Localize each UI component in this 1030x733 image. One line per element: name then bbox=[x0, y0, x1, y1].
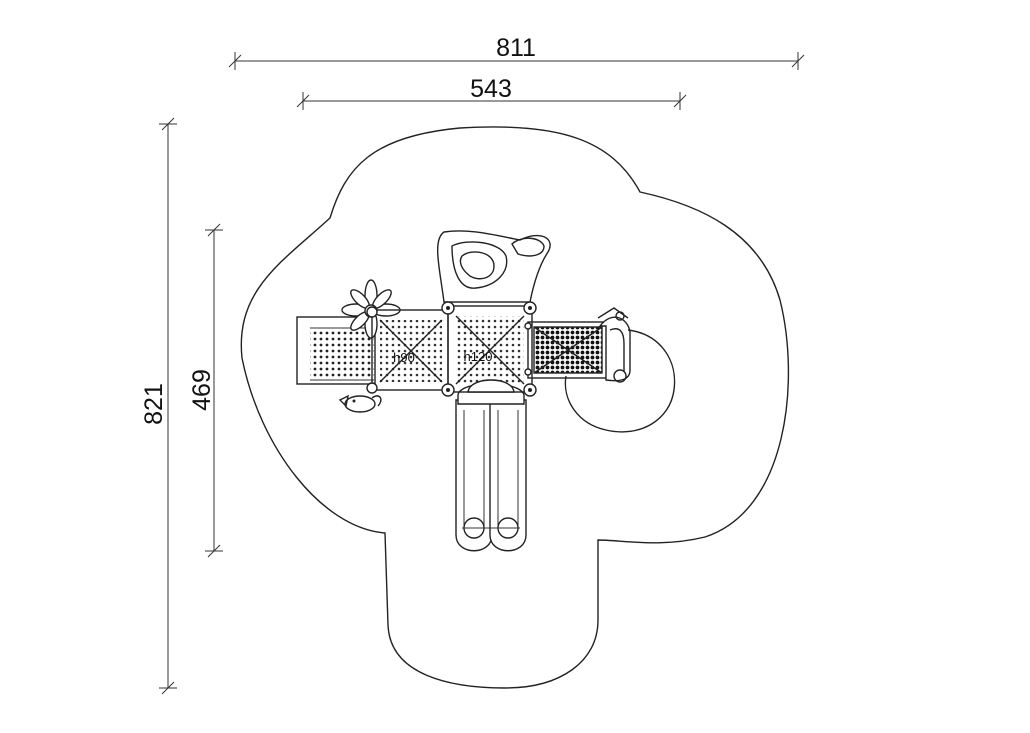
entry-steps bbox=[296, 316, 376, 385]
dimension-overall-depth: 821 bbox=[140, 117, 177, 695]
platform-center-label: h120 bbox=[464, 349, 493, 364]
end-frame bbox=[597, 307, 631, 382]
bird-panel bbox=[338, 394, 382, 413]
dimension-overall-depth-label: 821 bbox=[140, 383, 168, 425]
dimension-overall-width: 811 bbox=[228, 34, 805, 70]
platform-left: h90 bbox=[371, 309, 449, 391]
support-posts bbox=[366, 301, 537, 397]
dimension-structure-width-label: 543 bbox=[470, 75, 512, 103]
safety-zone-outline bbox=[240, 126, 790, 689]
twin-slides bbox=[455, 383, 527, 552]
spinner-disc bbox=[564, 329, 676, 433]
tower-roof bbox=[437, 230, 551, 303]
platform-left-label: h90 bbox=[393, 350, 415, 365]
dimension-structure-depth: 469 bbox=[188, 223, 223, 558]
dimension-structure-width: 543 bbox=[296, 75, 687, 110]
crawl-bridge bbox=[527, 321, 609, 379]
dimension-overall-width-label: 811 bbox=[496, 34, 536, 62]
platform-center: h120 bbox=[447, 305, 533, 393]
dimension-structure-depth-label: 469 bbox=[188, 369, 216, 411]
